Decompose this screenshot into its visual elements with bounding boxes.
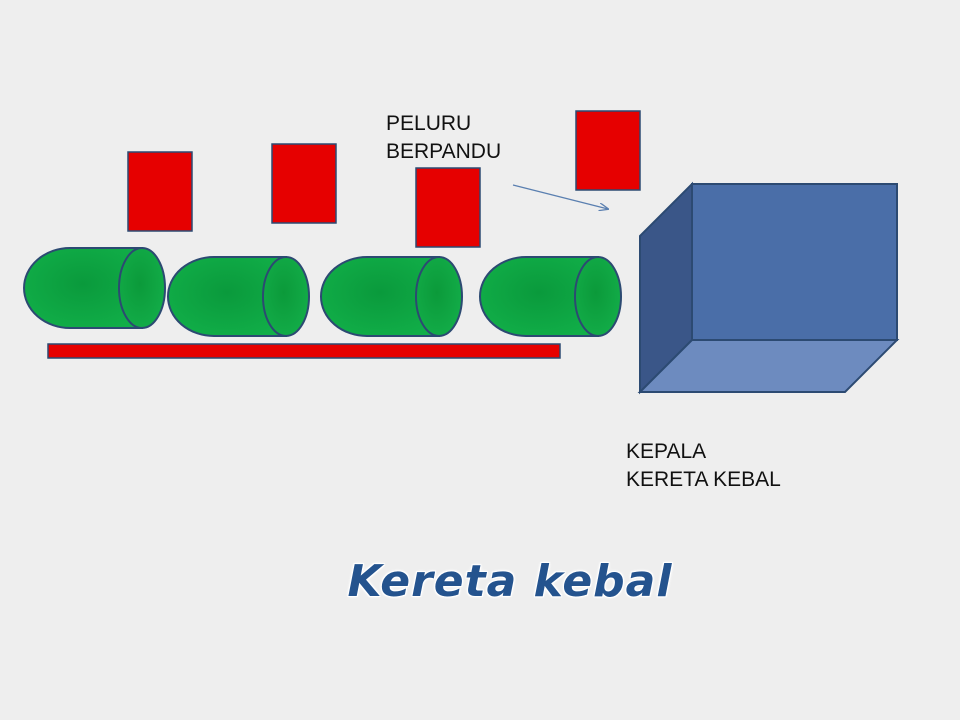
diagram-title: Kereta kebal <box>347 556 673 607</box>
missile-label-line-2: BERPANDU <box>386 140 502 163</box>
cylinder-4 <box>479 256 622 337</box>
tank-head-box <box>637 181 900 395</box>
tank-head-label-line-2: KERETA KEBAL <box>626 468 781 491</box>
cylinder-3 <box>320 256 463 337</box>
cylinder-1 <box>23 247 166 329</box>
tank-head-label: KEPALA KERETA KEBAL <box>626 438 781 494</box>
cylinder-2 <box>167 256 310 337</box>
pointer-arrow <box>512 184 608 209</box>
missile-block-4 <box>575 110 641 191</box>
track-rail <box>47 343 561 359</box>
tank-head-label-line-1: KEPALA <box>626 440 707 463</box>
missile-block-2 <box>271 143 337 224</box>
missile-block-1 <box>127 151 193 232</box>
missile-block-3 <box>415 167 481 248</box>
missile-label: PELURU BERPANDU <box>386 110 501 166</box>
missile-label-line-1: PELURU <box>386 112 472 135</box>
